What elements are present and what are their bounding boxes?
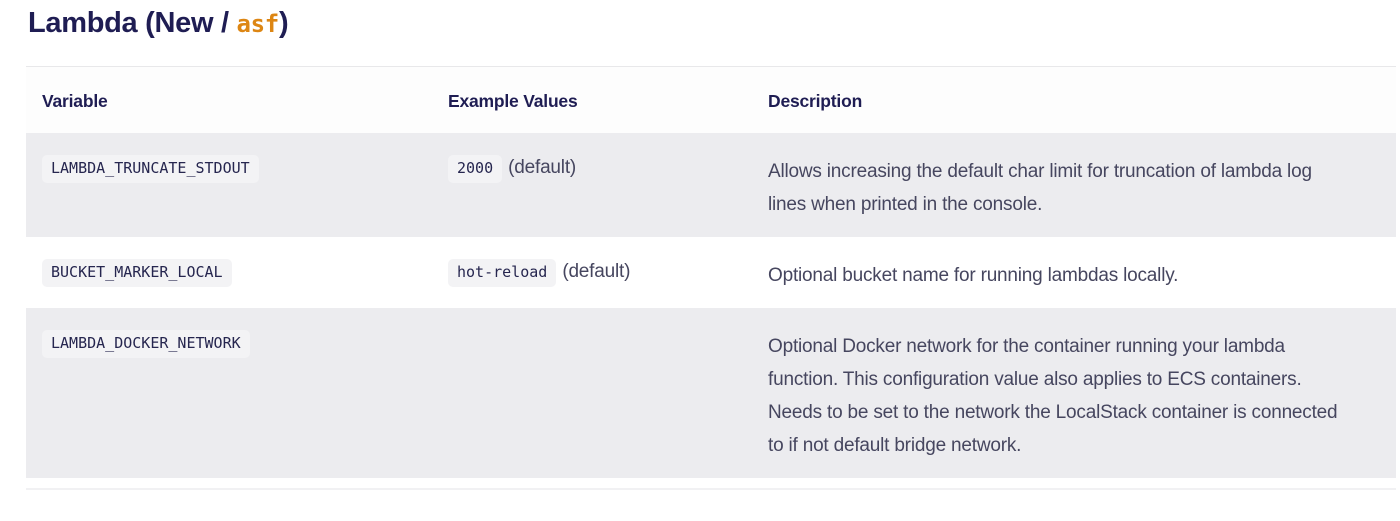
example-code-chip: 2000: [448, 155, 503, 183]
example-value-cell: hot-reload(default): [432, 237, 752, 308]
variable-cell: LAMBDA_TRUNCATE_STDOUT: [26, 133, 432, 237]
table-row: LAMBDA_TRUNCATE_STDOUT 2000(default) All…: [26, 133, 1396, 237]
variable-code-chip: LAMBDA_TRUNCATE_STDOUT: [42, 155, 259, 183]
variable-code-chip: BUCKET_MARKER_LOCAL: [42, 259, 232, 287]
page-title-suffix: ): [278, 7, 289, 39]
next-row-edge: [26, 488, 1396, 490]
description-text: Optional Docker network for the containe…: [768, 336, 1338, 456]
config-table: Variable Example Values Description LAMB…: [26, 67, 1396, 478]
column-header-description: Description: [752, 67, 1396, 133]
example-value-cell: [432, 308, 752, 478]
variable-cell: LAMBDA_DOCKER_NETWORK: [26, 308, 432, 478]
example-value-cell: 2000(default): [432, 133, 752, 237]
description-text: Optional bucket name for running lambdas…: [768, 265, 1179, 286]
column-header-example-values: Example Values: [432, 67, 752, 133]
config-table-container: Variable Example Values Description LAMB…: [26, 66, 1396, 478]
page-title-inline-code: asf: [236, 10, 280, 38]
table-row: LAMBDA_DOCKER_NETWORK Optional Docker ne…: [26, 308, 1396, 478]
example-code-chip: hot-reload: [448, 259, 557, 287]
table-header-row: Variable Example Values Description: [26, 67, 1396, 133]
example-default-label: (default): [562, 261, 631, 282]
column-header-variable: Variable: [26, 67, 432, 133]
page-title-text: Lambda (New /: [28, 7, 237, 39]
variable-code-chip: LAMBDA_DOCKER_NETWORK: [42, 330, 250, 358]
description-cell: Allows increasing the default char limit…: [752, 133, 1396, 237]
docs-page: Lambda (New / asf) Variable Example Valu…: [0, 6, 1400, 521]
table-row: BUCKET_MARKER_LOCAL hot-reload(default) …: [26, 237, 1396, 308]
description-cell: Optional Docker network for the containe…: [752, 308, 1396, 478]
variable-cell: BUCKET_MARKER_LOCAL: [26, 237, 432, 308]
example-default-label: (default): [508, 157, 577, 178]
page-title: Lambda (New / asf): [28, 6, 1400, 42]
description-cell: Optional bucket name for running lambdas…: [752, 237, 1396, 308]
description-text: Allows increasing the default char limit…: [768, 161, 1312, 215]
